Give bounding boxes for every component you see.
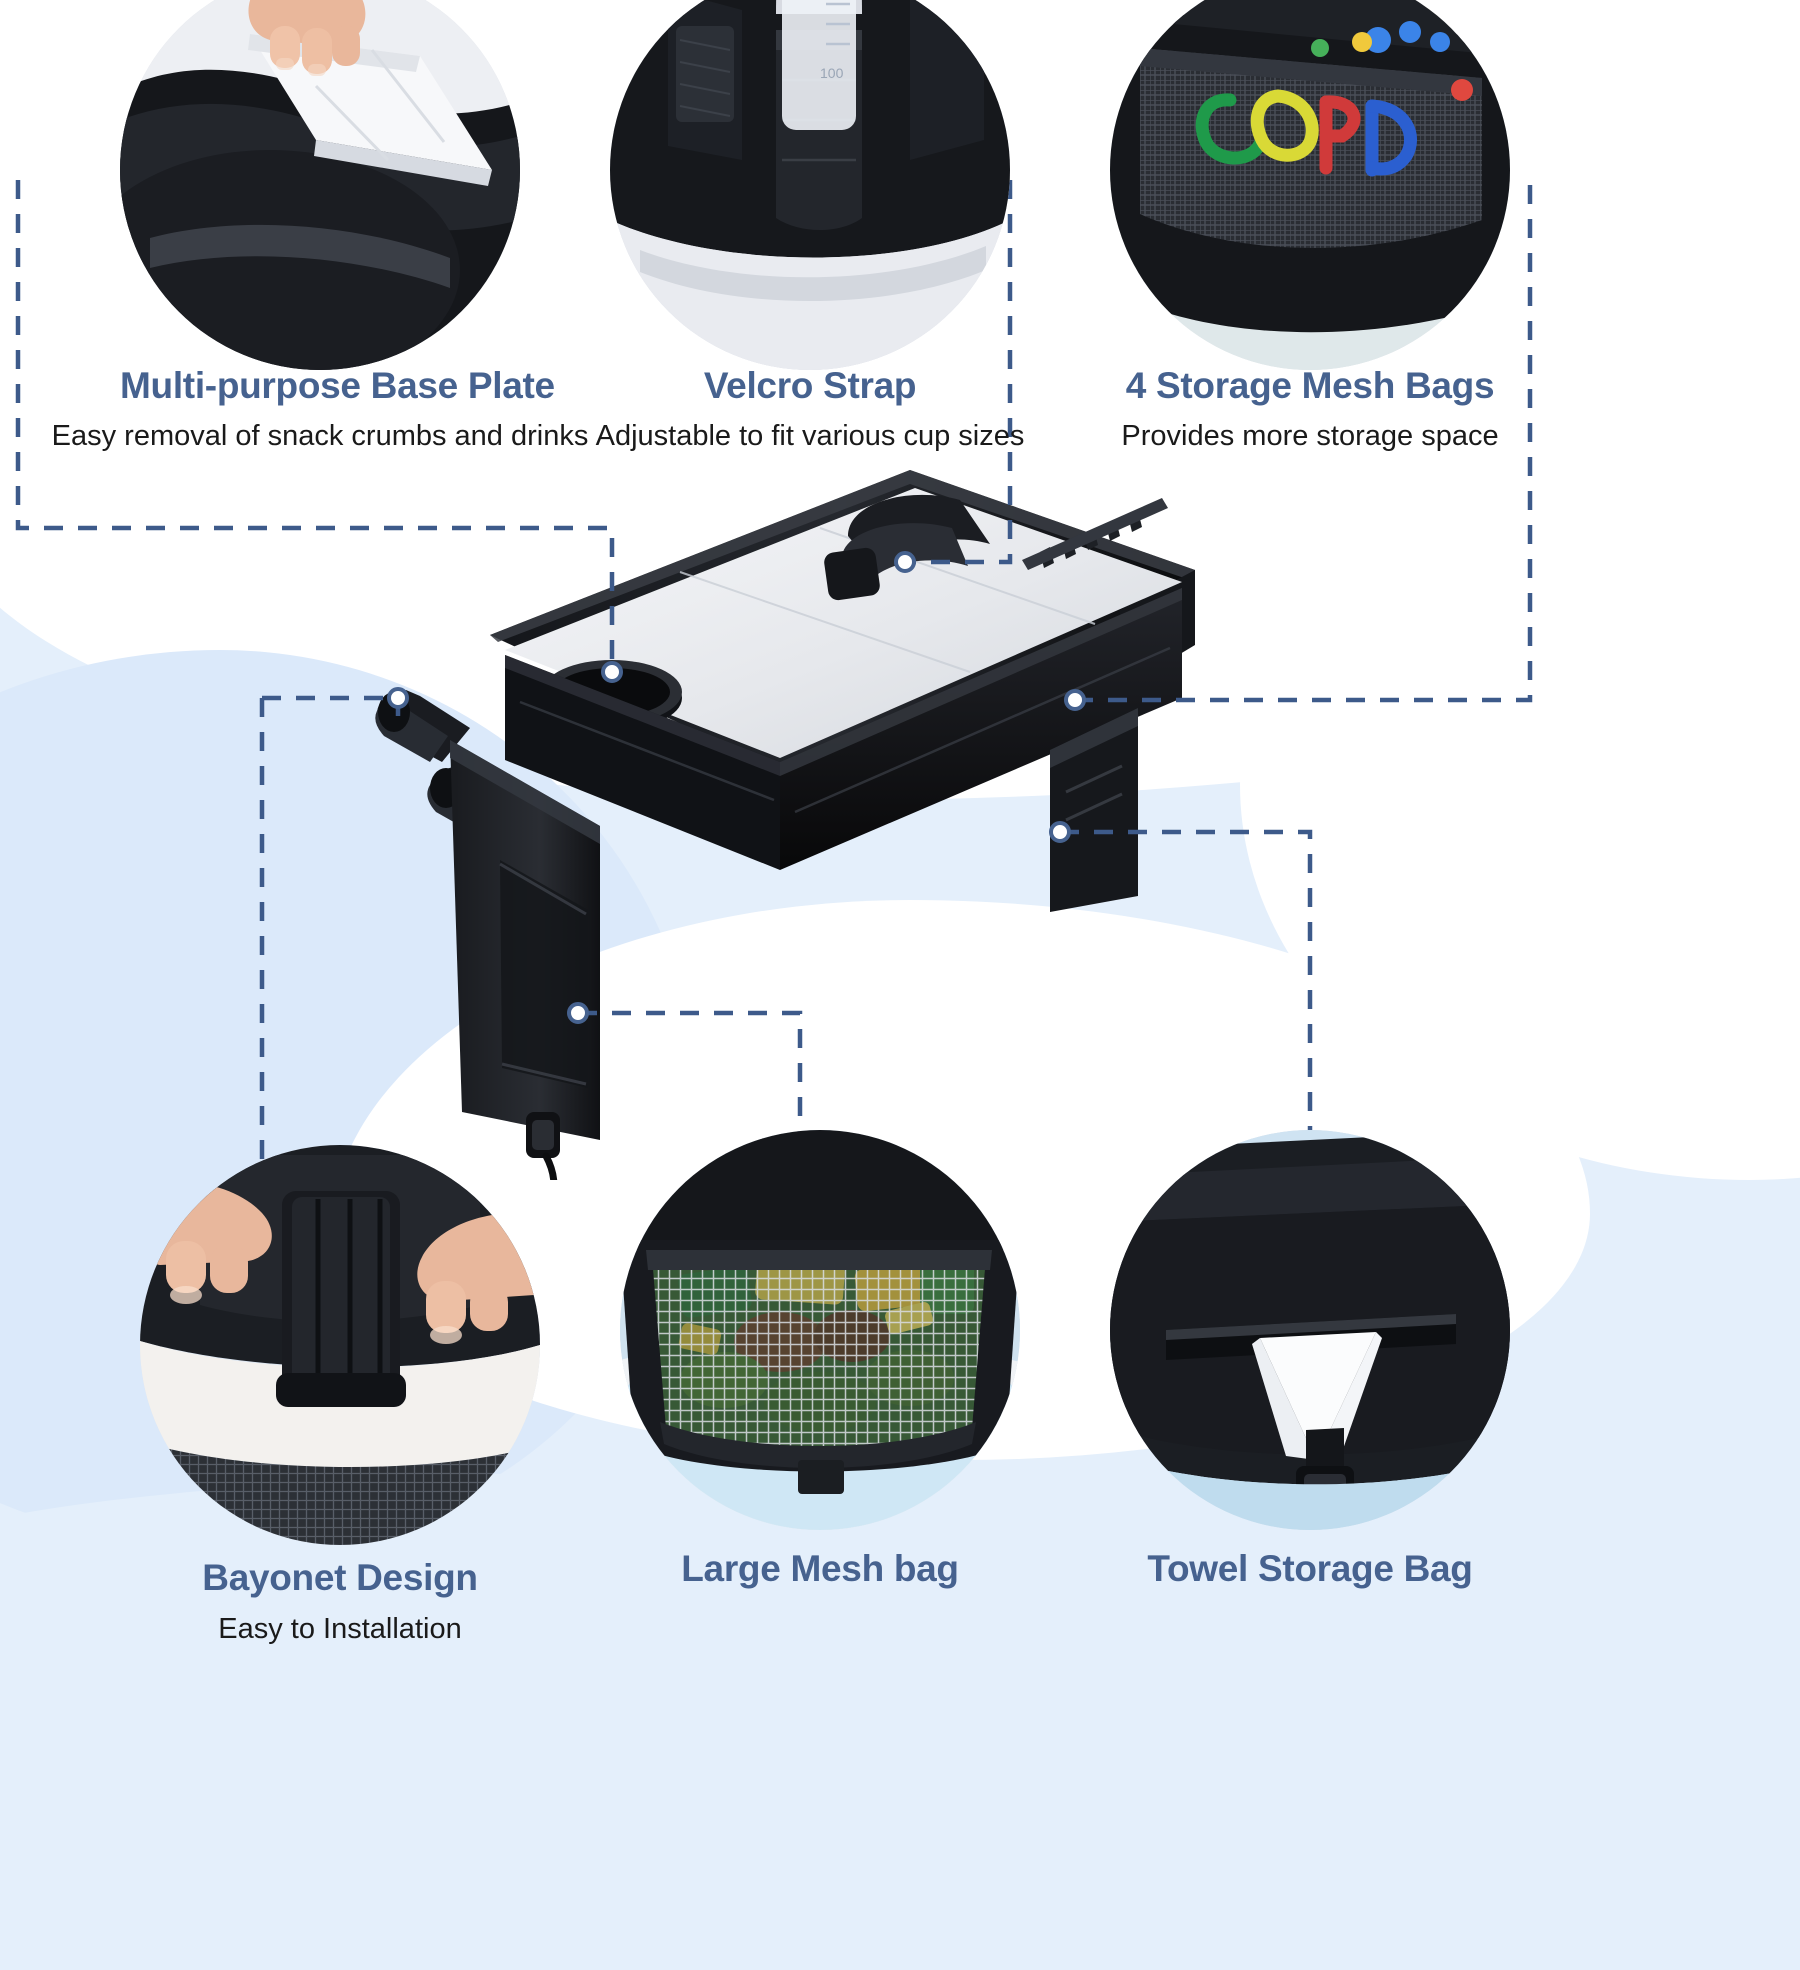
- caption-title-base-plate: Multi-purpose Base Plate: [120, 365, 555, 406]
- caption-title-velcro-strap: Velcro Strap: [703, 365, 917, 406]
- photo-mesh-bags-art: [1110, 0, 1510, 370]
- photo-towel-storage-bag-art: [1110, 1130, 1510, 1530]
- line-velcro-strap: [905, 180, 1013, 565]
- caption-bayonet-design: Bayonet Design Easy to Installation: [140, 1549, 540, 1651]
- caption-subtitle-base-plate: Easy removal of snack crumbs and drinks: [51, 420, 589, 452]
- caption-velcro-strap: Velcro Strap Adjustable to fit various c…: [596, 358, 1025, 458]
- line-large-mesh-bag: [578, 1010, 803, 1430]
- marker-dot-base-plate: [601, 661, 623, 683]
- callout-velcro-strap: 100 Velcro Strap Adjustable to fit vario…: [596, 0, 1025, 458]
- marker-dot-mesh-bags: [1064, 689, 1086, 711]
- caption-mesh-bags: 4 Storage Mesh Bags Provides more storag…: [1110, 358, 1510, 458]
- callout-towel-storage-bag: Towel Storage Bag: [1110, 1130, 1510, 1598]
- photo-bayonet-design: [140, 1145, 540, 1545]
- callout-bayonet-design: Bayonet Design Easy to Installation: [140, 1145, 540, 1651]
- product-illustration: [375, 470, 1195, 1180]
- caption-title-large-mesh-bag: Large Mesh bag: [681, 1548, 959, 1589]
- marker-dot-velcro-strap: [894, 551, 916, 573]
- photo-large-mesh-bag-art: [620, 1130, 1020, 1530]
- caption-subtitle-mesh-bags: Provides more storage space: [1121, 420, 1499, 452]
- caption-title-bayonet-design: Bayonet Design: [202, 1557, 478, 1598]
- callout-large-mesh-bag: Large Mesh bag: [620, 1130, 1020, 1598]
- caption-base-plate: Multi-purpose Base Plate Easy removal of…: [52, 358, 589, 458]
- caption-title-towel-storage-bag: Towel Storage Bag: [1147, 1548, 1473, 1589]
- photo-large-mesh-bag: [620, 1130, 1020, 1530]
- photo-bayonet-design-art: [140, 1145, 540, 1545]
- marker-dot-bayonet: [387, 687, 409, 709]
- photo-towel-storage-bag: [1110, 1130, 1510, 1530]
- infographic-canvas: Multi-purpose Base Plate Easy removal of…: [0, 0, 1800, 1651]
- marker-dot-large-mesh: [567, 1002, 589, 1024]
- caption-title-mesh-bags: 4 Storage Mesh Bags: [1125, 365, 1495, 406]
- photo-mesh-bags: [1110, 0, 1510, 370]
- photo-velcro-strap: 100: [610, 0, 1010, 370]
- line-bayonet-left-upper: [262, 695, 401, 716]
- caption-subtitle-velcro-strap: Adjustable to fit various cup sizes: [595, 420, 1025, 452]
- callout-mesh-bags: 4 Storage Mesh Bags Provides more storag…: [1110, 0, 1510, 458]
- callout-base-plate: Multi-purpose Base Plate Easy removal of…: [52, 0, 589, 458]
- caption-towel-storage-bag: Towel Storage Bag: [1110, 1540, 1510, 1598]
- caption-subtitle-bayonet-design: Easy to Installation: [218, 1613, 462, 1645]
- photo-velcro-strap-art: 100: [610, 0, 1010, 370]
- svg-text:100: 100: [820, 65, 844, 81]
- photo-base-plate: [120, 0, 520, 370]
- line-mesh-bags: [1075, 185, 1533, 703]
- marker-dot-towel-bag: [1049, 821, 1071, 843]
- caption-large-mesh-bag: Large Mesh bag: [620, 1540, 1020, 1598]
- line-base-plate: [15, 180, 615, 672]
- photo-base-plate-art: [120, 0, 520, 370]
